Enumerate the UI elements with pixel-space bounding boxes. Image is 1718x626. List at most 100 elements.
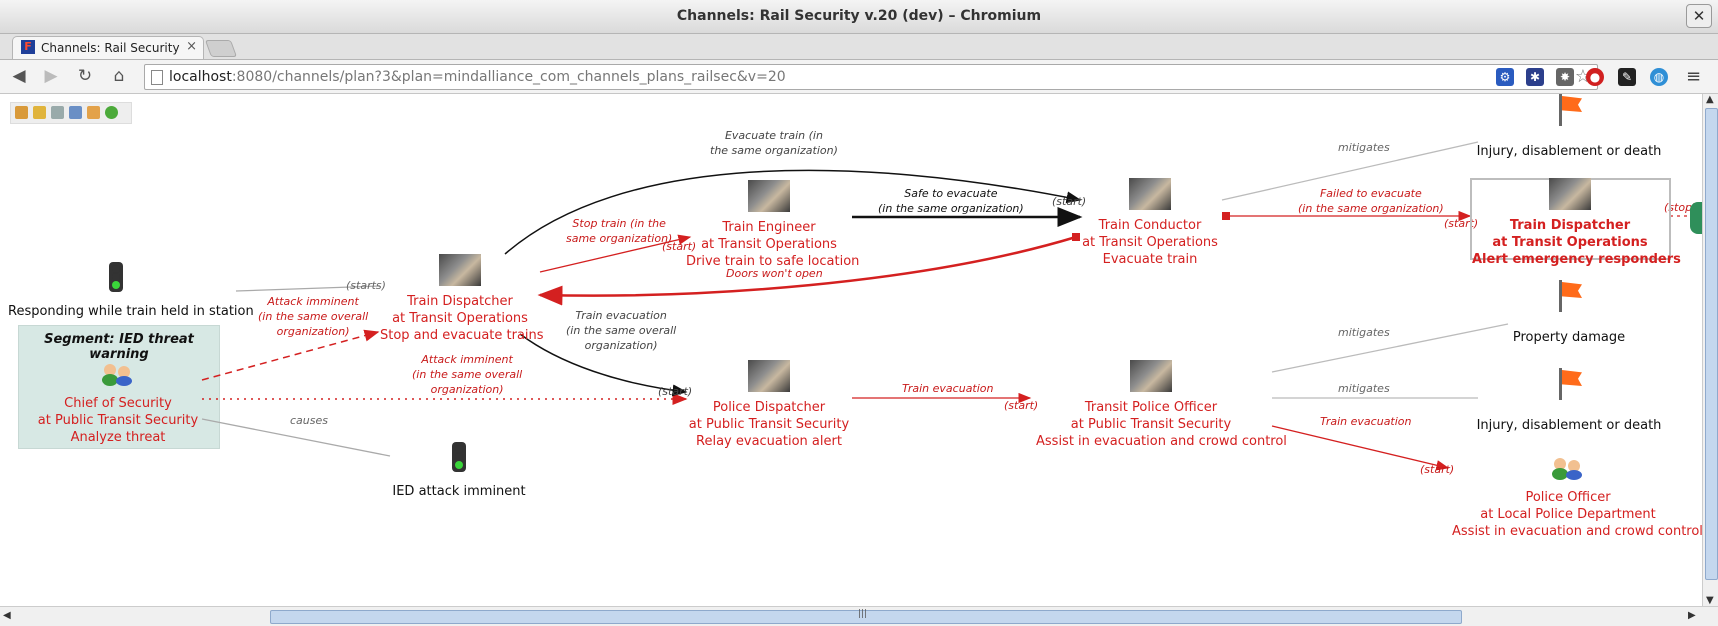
- graph-edges: [201, 141, 1700, 471]
- people-icon: [1552, 456, 1584, 480]
- vertical-scroll-thumb[interactable]: [1705, 108, 1718, 580]
- address-url: localhost:8080/channels/plan?3&plan=mind…: [169, 69, 786, 85]
- risk-node-injury-2[interactable]: Injury, disablement or death: [1476, 368, 1662, 434]
- risk-flag-icon: [1555, 94, 1583, 126]
- edge-label-start: (start): [1052, 195, 1087, 208]
- edge-label-train-evacuation-3: Train evacuation: [1320, 415, 1412, 428]
- scroll-right-icon[interactable]: ▶: [1688, 610, 1696, 621]
- risk-node-property-damage[interactable]: Property damage: [1476, 280, 1662, 346]
- task-node-train-dispatcher-stop[interactable]: Train Dispatcher at Transit Operations S…: [380, 254, 544, 344]
- edge-doors-wont-open: [537, 235, 1077, 306]
- role-photo: [1549, 178, 1591, 210]
- tab-strip: F Channels: Rail Security v.2 ×: [0, 34, 1718, 60]
- extension-puzzle-icon[interactable]: ✱: [1526, 68, 1544, 86]
- task-node-police-officer[interactable]: Police Officer at Local Police Departmen…: [1452, 456, 1702, 540]
- edge-label-causes: causes: [290, 414, 328, 427]
- risk-node-injury-1[interactable]: Injury, disablement or death: [1476, 94, 1662, 160]
- edge-label-mitigates-3: mitigates: [1338, 382, 1390, 395]
- people-icon[interactable]: [33, 106, 46, 119]
- edge-stop-train: [539, 234, 692, 273]
- channels-favicon-icon: F: [21, 40, 35, 54]
- event-node-responding[interactable]: Responding while train held in station: [8, 262, 254, 320]
- address-bar[interactable]: localhost:8080/channels/plan?3&plan=mind…: [144, 64, 1598, 90]
- task-node-train-engineer[interactable]: Train Engineer at Transit Operations Dri…: [686, 180, 859, 270]
- tab-close-icon[interactable]: ×: [186, 39, 197, 54]
- home-icon[interactable]: ⌂: [113, 66, 125, 86]
- horizontal-scrollbar[interactable]: ◀ ||| ▶: [0, 606, 1718, 626]
- edge-train-evacuation-1: [519, 333, 688, 397]
- browser-tab[interactable]: F Channels: Rail Security v.2 ×: [12, 36, 204, 59]
- role-photo: [748, 360, 790, 392]
- extension-tools-icon[interactable]: ✎: [1618, 68, 1636, 86]
- edge-evacuate-train: [504, 169, 1082, 255]
- event-node-ied-attack[interactable]: IED attack imminent: [376, 442, 542, 500]
- traffic-light-icon: [109, 262, 123, 292]
- image-icon[interactable]: [87, 106, 100, 119]
- extension-gear-icon[interactable]: ⚙: [1496, 68, 1514, 86]
- task-node-train-conductor[interactable]: Train Conductor at Transit Operations Ev…: [1080, 178, 1220, 268]
- edge-label-mitigates-1: mitigates: [1338, 141, 1390, 154]
- role-photo: [439, 254, 481, 286]
- edge-label-stop: (stop): [1664, 201, 1697, 214]
- new-tab-button[interactable]: [204, 40, 238, 57]
- edge-label-mitigates-2: mitigates: [1338, 326, 1390, 339]
- extension-bug-icon[interactable]: ✸: [1556, 68, 1574, 86]
- back-icon[interactable]: ◀: [12, 66, 26, 86]
- edge-label-train-evacuation-2: Train evacuation: [902, 382, 994, 395]
- scroll-left-icon[interactable]: ◀: [3, 610, 11, 621]
- segment-box: Segment: IED threat warning: [18, 325, 220, 449]
- edge-label-start: (start): [1420, 463, 1455, 476]
- graph-toolbar: [10, 102, 132, 124]
- edge-label-start: (start): [658, 385, 693, 398]
- task-node-police-dispatcher[interactable]: Police Dispatcher at Public Transit Secu…: [686, 360, 852, 450]
- edge-label-start: (start): [1444, 217, 1479, 230]
- edge-label-safe-to-evacuate: Safe to evacuate(in the same organizatio…: [878, 187, 1024, 215]
- segment-title: Segment: IED threat warning: [44, 332, 194, 362]
- extension-globe-icon[interactable]: ◍: [1650, 68, 1668, 86]
- edge-causes: [201, 418, 391, 457]
- reload-icon[interactable]: ↻: [77, 66, 93, 86]
- extension-stop-icon[interactable]: ●: [1586, 68, 1604, 86]
- edge-label-doors-wont-open: Doors won't open: [726, 267, 823, 280]
- edge-mitigates-2: [1271, 323, 1509, 373]
- scroll-down-icon[interactable]: ▼: [1706, 595, 1714, 606]
- scroll-grip-icon: |||: [858, 609, 868, 619]
- settings-icon[interactable]: [51, 106, 64, 119]
- edge-train-evacuation-3: [1271, 425, 1450, 471]
- risk-flag-icon: [1555, 280, 1583, 312]
- edge-attack-imminent-1: [201, 329, 380, 381]
- document-icon[interactable]: [69, 106, 82, 119]
- edge-label-starts: (starts): [346, 279, 386, 292]
- scroll-up-icon[interactable]: ▲: [1706, 94, 1714, 105]
- edge-label-start: (start): [1004, 399, 1039, 412]
- tab-title: Channels: Rail Security v.2: [41, 41, 181, 55]
- task-node-chief-of-security[interactable]: Chief of Security at Public Transit Secu…: [28, 362, 208, 446]
- task-node-train-dispatcher-alert[interactable]: Train Dispatcher at Transit Operations A…: [1472, 178, 1681, 268]
- traffic-light-icon: [452, 442, 466, 472]
- page-icon: [151, 70, 163, 85]
- layers-icon[interactable]: [15, 106, 28, 119]
- forward-icon[interactable]: ▶: [44, 66, 58, 86]
- role-photo: [1130, 360, 1172, 392]
- role-photo: [1129, 178, 1171, 210]
- risk-flag-icon: [1555, 368, 1583, 400]
- window-close-button[interactable]: ✕: [1686, 4, 1712, 28]
- menu-icon[interactable]: ≡: [1686, 66, 1702, 87]
- horizontal-scroll-thumb[interactable]: [270, 610, 1462, 624]
- people-icon: [102, 362, 134, 386]
- task-node-transit-police-officer[interactable]: Transit Police Officer at Public Transit…: [1036, 360, 1287, 450]
- edge-label-start: (start): [662, 240, 697, 253]
- side-panel-tab[interactable]: [1690, 202, 1702, 234]
- browser-toolbar: ◀ ▶ ↻ ⌂ localhost:8080/channels/plan?3&p…: [0, 60, 1718, 94]
- plan-graph: Segment: IED threat warning: [0, 94, 1702, 606]
- edge-label-failed-to-evacuate: Failed to evacuate(in the same organizat…: [1298, 187, 1444, 215]
- vertical-scrollbar[interactable]: ▲ ▼: [1702, 94, 1718, 606]
- window-title: Channels: Rail Security v.20 (dev) – Chr…: [676, 8, 1042, 24]
- edge-starts: [235, 285, 381, 292]
- help-icon[interactable]: [105, 106, 118, 119]
